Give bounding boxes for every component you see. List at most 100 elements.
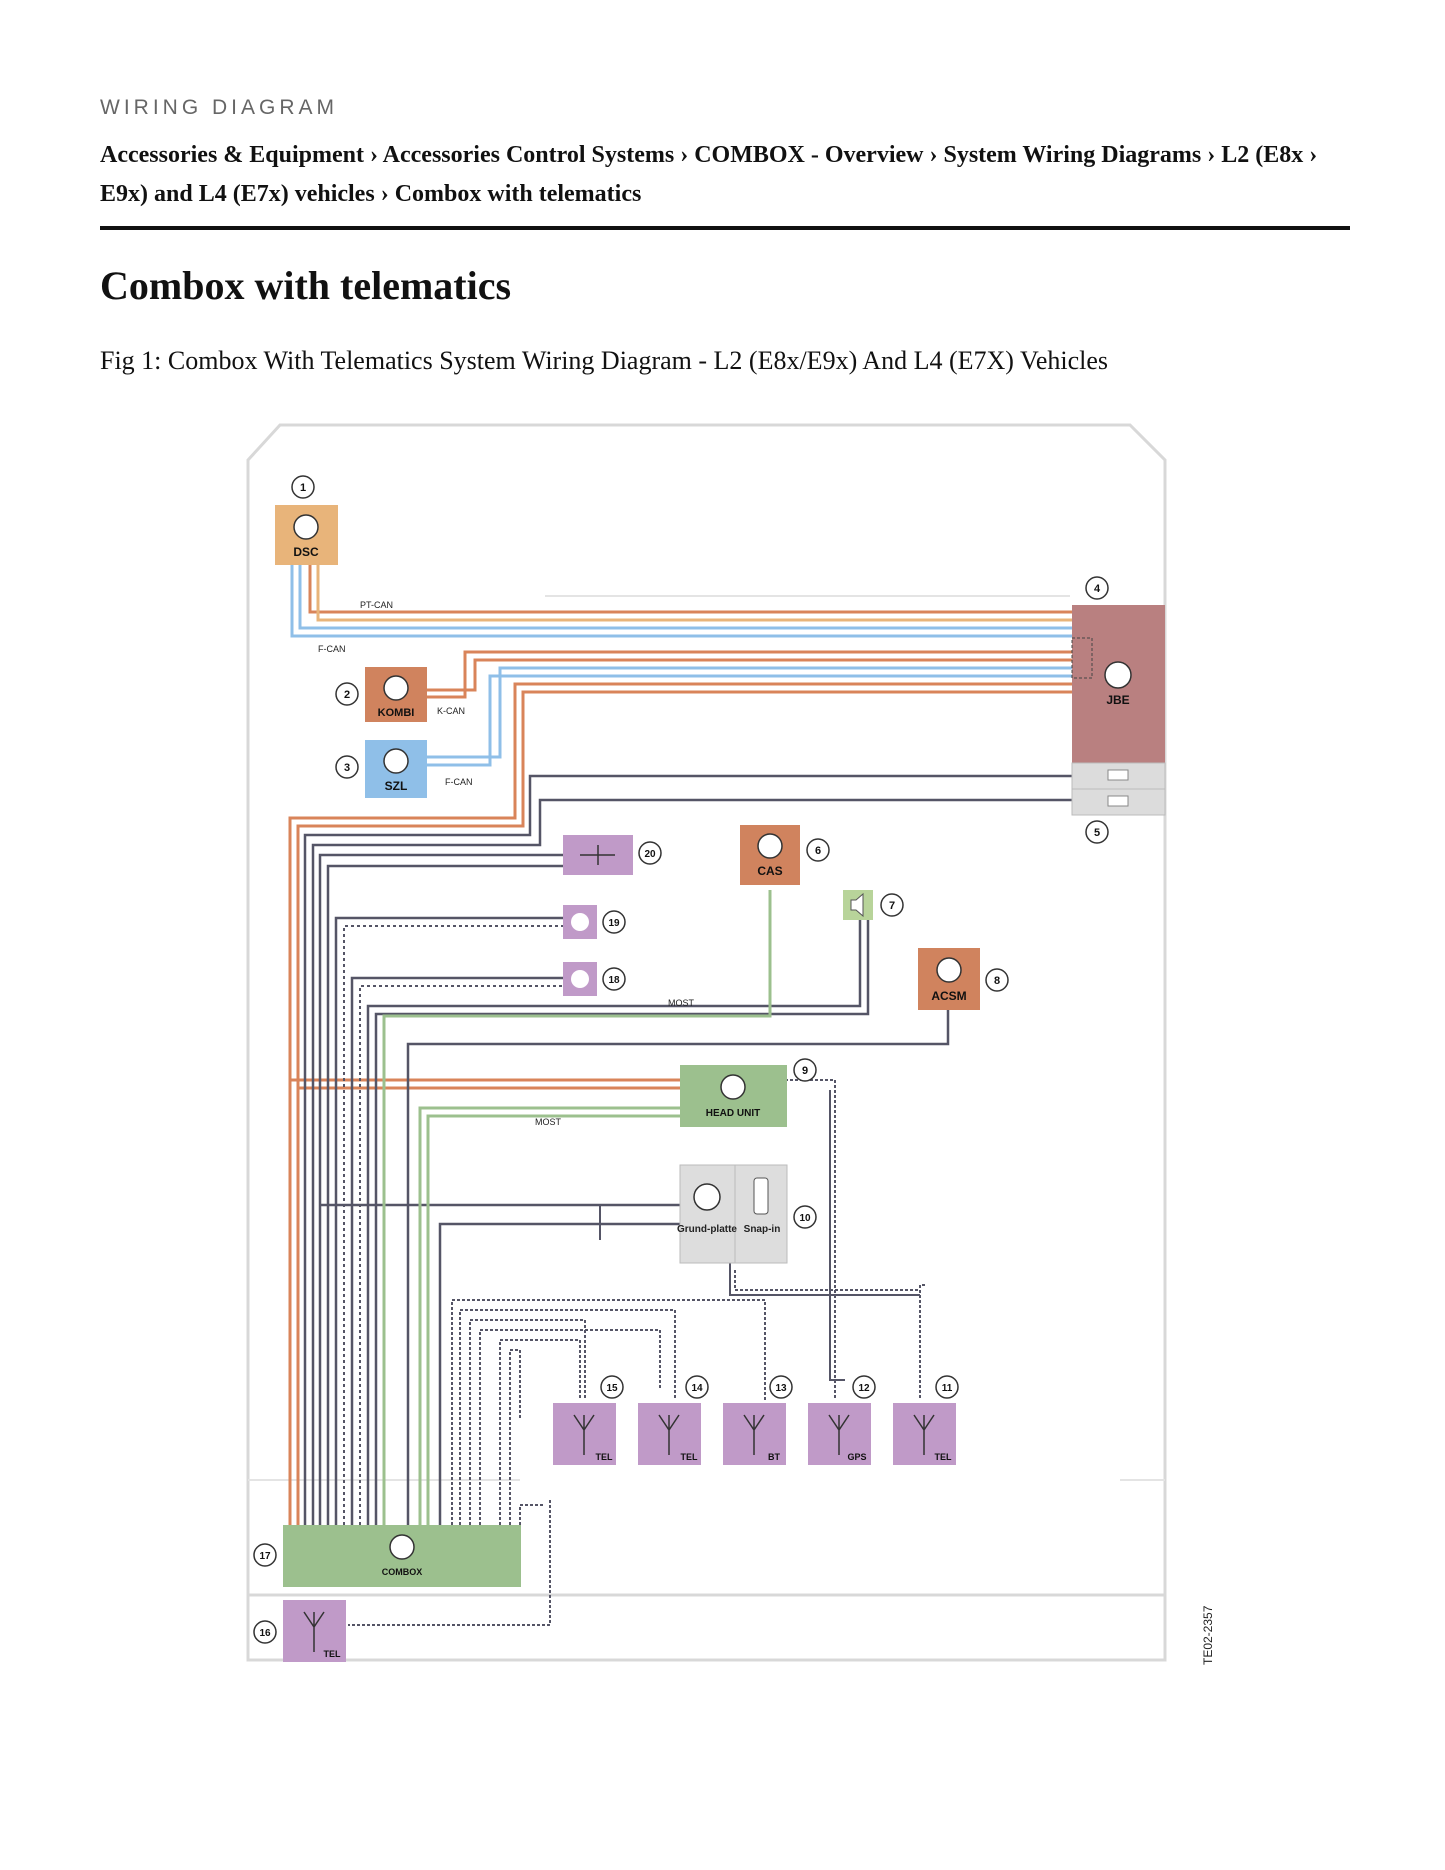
antenna-15: TEL <box>553 1403 616 1465</box>
image-code: TE02-2357 <box>1201 1605 1215 1665</box>
svg-text:3: 3 <box>344 762 350 774</box>
svg-text:19: 19 <box>608 918 620 929</box>
callout-15: 15 <box>600 1375 624 1399</box>
svg-text:TEL: TEL <box>681 1452 699 1462</box>
svg-text:CAS: CAS <box>757 864 782 878</box>
callout-1: 1 <box>291 475 315 499</box>
bus-label-fcan: F-CAN <box>318 644 346 654</box>
callout-4: 4 <box>1085 576 1109 600</box>
fuse-carrier <box>1071 762 1166 816</box>
svg-text:14: 14 <box>691 1383 703 1394</box>
callout-10: 10 <box>793 1205 817 1229</box>
jbe-module: JBE <box>1071 605 1165 763</box>
szl-module: SZL <box>365 740 427 798</box>
bus-label-most: MOST <box>668 998 695 1008</box>
head-unit-module: HEAD UNIT <box>680 1065 787 1127</box>
bus-label-ptcan: PT-CAN <box>360 600 393 610</box>
svg-text:6: 6 <box>815 845 821 857</box>
section-kicker: WIRING DIAGRAM <box>100 96 338 119</box>
svg-text:18: 18 <box>608 975 620 986</box>
microphone-18 <box>563 962 597 996</box>
svg-text:TEL: TEL <box>324 1649 342 1659</box>
svg-text:12: 12 <box>858 1383 870 1394</box>
breadcrumb-item[interactable]: Accessories & Equipment <box>100 142 364 168</box>
breadcrumb: Accessories & Equipment › Accessories Co… <box>100 136 1350 214</box>
speaker-icon <box>843 890 873 920</box>
callout-9: 9 <box>793 1058 817 1082</box>
antenna-16: TEL <box>283 1600 346 1662</box>
breadcrumb-item[interactable]: System Wiring Diagrams <box>943 142 1202 168</box>
callout-6: 6 <box>806 838 830 862</box>
acsm-module: ACSM <box>918 948 980 1010</box>
breadcrumb-separator: › <box>380 181 389 207</box>
callout-14: 14 <box>685 1375 709 1399</box>
breadcrumb-separator: › <box>1207 142 1216 168</box>
antenna-13: BT <box>723 1403 786 1465</box>
dsc-label: DSC <box>293 545 319 559</box>
breadcrumb-separator: › <box>929 142 938 168</box>
combox-module: COMBOX <box>283 1525 521 1587</box>
breadcrumb-item[interactable]: Accessories Control Systems <box>382 142 675 168</box>
svg-text:16: 16 <box>259 1628 271 1639</box>
svg-text:Snap-in: Snap-in <box>744 1224 781 1235</box>
page-title: Combox with telematics <box>100 263 512 308</box>
svg-text:15: 15 <box>606 1383 618 1394</box>
cas-module: CAS <box>740 825 800 885</box>
breadcrumb-item[interactable]: L2 (E8x <box>1221 142 1304 168</box>
antenna-14: TEL <box>638 1403 701 1465</box>
callout-18: 18 <box>602 967 626 991</box>
svg-text:JBE: JBE <box>1106 693 1129 707</box>
svg-text:COMBOX: COMBOX <box>382 1567 423 1577</box>
breadcrumb-item[interactable]: COMBOX - Overview <box>694 142 924 168</box>
breadcrumb-current: Combox with telematics <box>394 181 642 207</box>
figure-caption: Fig 1: Combox With Telematics System Wir… <box>100 346 1109 375</box>
callout-11: 11 <box>935 1375 959 1399</box>
callout-5: 5 <box>1085 820 1109 844</box>
svg-text:BT: BT <box>768 1452 780 1462</box>
bus-label-fcan-szl: F-CAN <box>445 777 473 787</box>
breadcrumb-separator: › <box>369 142 378 168</box>
callout-7: 7 <box>880 893 904 917</box>
header-divider <box>100 226 1350 230</box>
svg-text:1: 1 <box>300 482 306 494</box>
svg-text:GPS: GPS <box>847 1452 866 1462</box>
base-plate-module: Grund-platte Snap-in <box>677 1164 788 1264</box>
svg-text:20: 20 <box>644 849 656 860</box>
svg-text:8: 8 <box>994 975 1000 987</box>
callout-20: 20 <box>638 841 662 865</box>
dsc-module: DSC <box>275 505 338 565</box>
svg-text:TEL: TEL <box>935 1452 953 1462</box>
callout-13: 13 <box>769 1375 793 1399</box>
svg-text:Grund-platte: Grund-platte <box>677 1224 737 1235</box>
svg-text:KOMBI: KOMBI <box>378 707 415 719</box>
svg-text:TEL: TEL <box>596 1452 614 1462</box>
callout-12: 12 <box>852 1375 876 1399</box>
callout-19: 19 <box>602 910 626 934</box>
breadcrumb-separator: › <box>1309 142 1318 168</box>
svg-text:13: 13 <box>775 1383 787 1394</box>
svg-text:11: 11 <box>942 1383 953 1394</box>
svg-text:9: 9 <box>802 1065 808 1077</box>
callout-2: 2 <box>335 682 359 706</box>
svg-text:SZL: SZL <box>385 779 408 793</box>
bus-label-kcan: K-CAN <box>437 706 465 716</box>
svg-text:ACSM: ACSM <box>931 989 966 1003</box>
svg-text:7: 7 <box>889 900 895 912</box>
antenna-11: TEL <box>893 1403 956 1465</box>
svg-text:17: 17 <box>259 1551 271 1562</box>
svg-text:5: 5 <box>1094 827 1100 839</box>
svg-text:HEAD UNIT: HEAD UNIT <box>706 1108 760 1119</box>
svg-text:4: 4 <box>1094 583 1101 595</box>
kombi-module: KOMBI <box>365 667 427 722</box>
bus-label-most-headunit: MOST <box>535 1117 562 1127</box>
svg-text:2: 2 <box>344 689 350 701</box>
antenna-12: GPS <box>808 1403 871 1465</box>
diagram-frame <box>246 423 1167 1662</box>
breadcrumb-separator: › <box>680 142 689 168</box>
callout-8: 8 <box>985 968 1009 992</box>
phone-icon <box>753 1177 769 1215</box>
callout-3: 3 <box>335 755 359 779</box>
breadcrumb-item[interactable]: E9x) and L4 (E7x) vehicles <box>100 181 375 207</box>
microphone-19 <box>563 905 597 939</box>
